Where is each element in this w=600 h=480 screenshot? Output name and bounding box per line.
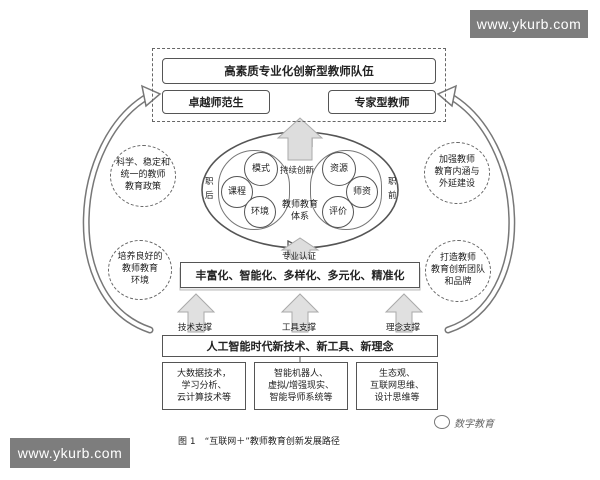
circle-environment: 环境 <box>244 196 276 228</box>
support-label-tech: 技术支撑 <box>178 323 213 333</box>
top-left-box: 卓越师范生 <box>162 90 270 114</box>
watermark-bottom: www.ykurb.com <box>10 438 130 468</box>
oval-right-bottom: 打造教师 教育创新团队 和品牌 <box>425 240 491 302</box>
circle-resource: 资源 <box>322 152 356 186</box>
cycle-up-arrow <box>276 117 324 161</box>
support-arrow-1 <box>176 293 216 333</box>
right-cluster-outline <box>310 150 382 230</box>
circle-mode: 模式 <box>244 152 278 186</box>
bottom-box-tech: 大数据技术， 学习分析、 云计算技术等 <box>162 362 246 410</box>
support-arrow-3 <box>384 293 424 333</box>
cycle-left-side: 职 后 <box>205 177 214 201</box>
oval-left-top: 科学、稳定和 统一的教师 教育政策 <box>110 145 176 207</box>
middle-bar: 丰富化、智能化、多样化、多元化、精准化 <box>180 262 420 288</box>
support-label-idea: 理念支撑 <box>386 323 421 333</box>
digital-education-logo: 数字教育 <box>434 413 514 431</box>
support-arrow-2 <box>280 293 320 333</box>
watermark-top: www.ykurb.com <box>470 10 588 38</box>
oval-right-top: 加强教师 教育内涵与 外延建设 <box>424 142 490 204</box>
top-right-box: 专家型教师 <box>328 90 436 114</box>
top-dashed-region <box>152 48 446 122</box>
cycle-right-side: 职 前 <box>388 177 397 201</box>
bottom-bar: 人工智能时代新技术、新工具、新理念 <box>162 335 438 357</box>
support-label-tool: 工具支撑 <box>282 323 317 333</box>
top-title-box: 高素质专业化创新型教师队伍 <box>162 58 436 84</box>
cycle-top-label: 持续创新 <box>280 166 315 176</box>
bottom-box-idea: 生态观、 互联网思维、 设计思维等 <box>356 362 438 410</box>
cycle-center-label: 教师教育 体系 <box>281 200 318 222</box>
cycle-bottom-label: 专业认证 <box>282 252 317 262</box>
circle-evaluation: 评价 <box>322 196 354 228</box>
figure-caption: 图 1 “互联网＋”教师教育创新发展路径 <box>178 437 340 447</box>
chat-bubble-icon <box>434 415 450 429</box>
bottom-box-tool: 智能机器人、 虚拟/增强现实、 智能导师系统等 <box>254 362 348 410</box>
logo-text: 数字教育 <box>454 418 494 430</box>
left-cluster-outline <box>218 150 290 230</box>
oval-left-bottom: 培养良好的 教师教育 环境 <box>108 240 172 300</box>
